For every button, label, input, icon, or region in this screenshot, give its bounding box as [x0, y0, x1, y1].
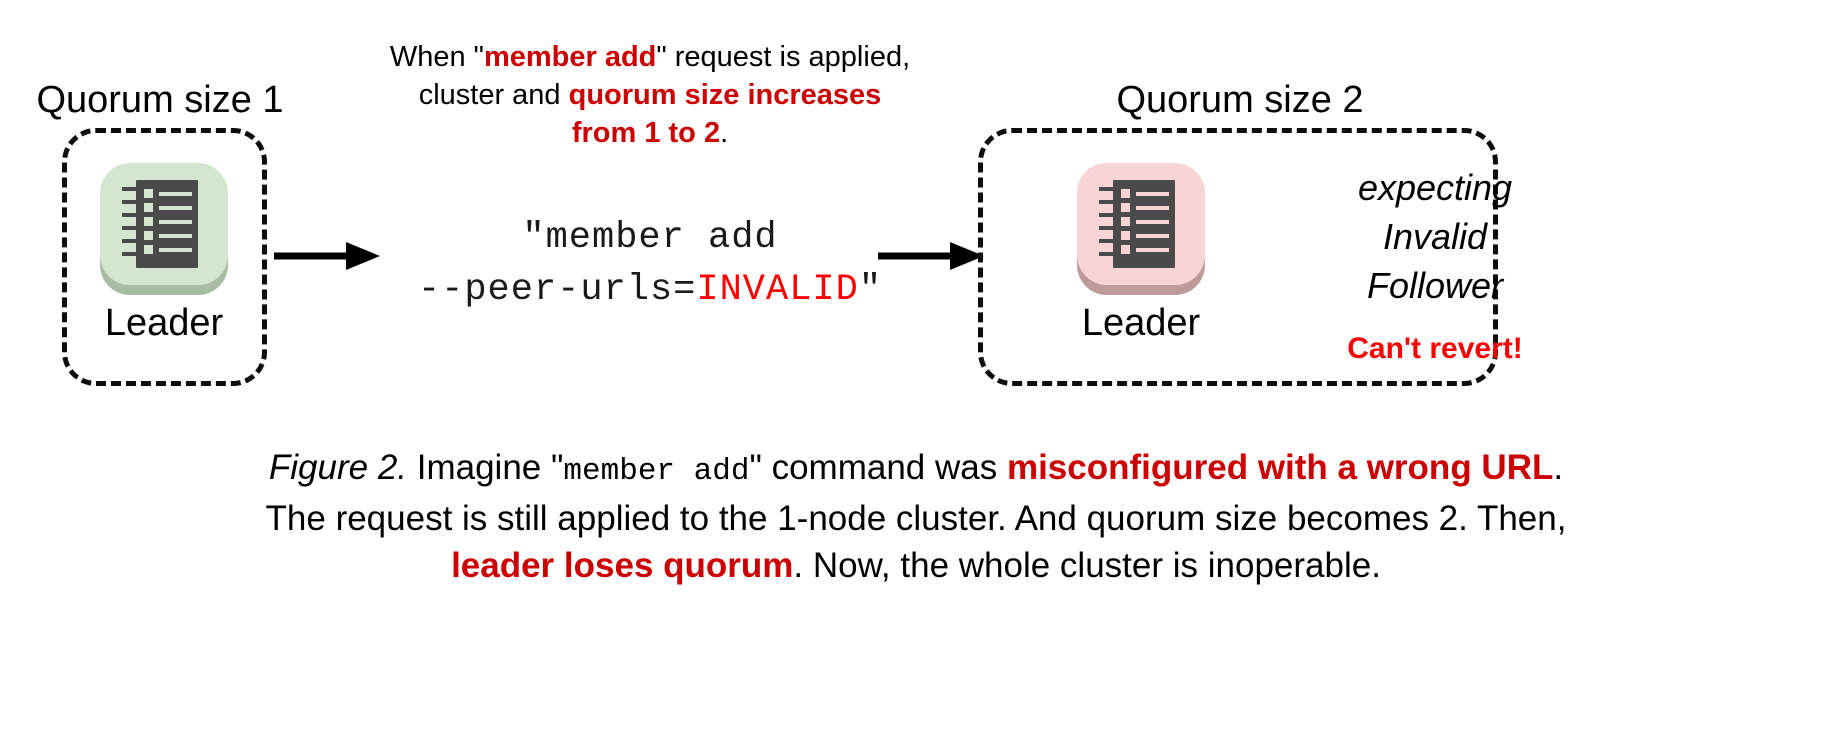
- command-line-2: --peer-urls=INVALID": [400, 264, 900, 316]
- left-node-label: Leader: [104, 302, 224, 344]
- right-node-label: Leader: [1081, 302, 1201, 344]
- server-rack-glyph: [122, 180, 198, 268]
- caption-figure-number: Figure 2.: [268, 448, 408, 487]
- status-line-3: Follower: [1366, 265, 1504, 306]
- caption-l1-f: .: [1553, 448, 1564, 487]
- caption-line-3: leader loses quorum. Now, the whole clus…: [0, 542, 1832, 589]
- status-line-2: Invalid: [1382, 216, 1488, 257]
- caption-line-2: The request is still applied to the 1-no…: [265, 499, 1567, 538]
- icon-face: [100, 163, 228, 285]
- top-note-l3-a: from 1 to 2: [571, 117, 721, 149]
- top-annotation: When "member add" request is applied, cl…: [350, 38, 950, 152]
- command-line-1: "member add: [522, 217, 778, 259]
- arrow-right-1: [274, 242, 380, 270]
- icon-face: [1077, 163, 1205, 285]
- caption-line-1: Figure 2. Imagine "member add" command w…: [0, 444, 1832, 495]
- command-l2-a: --peer-urls=: [417, 269, 697, 311]
- top-note-l2-b: quorum size increases: [568, 79, 882, 111]
- top-note-l1-c: " request is applied,: [656, 41, 911, 73]
- right-panel-title: Quorum size 2: [1116, 79, 1364, 121]
- left-cluster-box: [62, 128, 267, 386]
- caption-l3-b: . Now, the whole cluster is inoperable.: [793, 546, 1381, 585]
- top-note-l3-b: .: [720, 117, 729, 149]
- arrow-right-2: [878, 242, 984, 270]
- left-panel-title: Quorum size 1: [36, 79, 284, 121]
- command-l2-c: ": [858, 269, 883, 311]
- top-note-l1-a: When ": [389, 41, 484, 73]
- top-note-line-2: cluster and quorum size increases: [350, 76, 950, 114]
- caption-l1-red: misconfigured with a wrong URL: [1006, 448, 1554, 487]
- server-icon-pink: [1077, 163, 1205, 295]
- server-icon-green: [100, 163, 228, 295]
- caption-l3-red: leader loses quorum: [451, 546, 794, 585]
- expecting-status: expecting Invalid Follower: [1270, 163, 1600, 310]
- caption-l1-b: Imagine ": [407, 448, 564, 487]
- status-line-1: expecting: [1357, 167, 1513, 208]
- command-text: "member add --peer-urls=INVALID": [400, 212, 900, 316]
- figure-caption: Figure 2. Imagine "member add" command w…: [0, 444, 1832, 589]
- left-node: Leader: [100, 163, 228, 345]
- right-cluster-box: [978, 128, 1498, 386]
- right-node: Leader: [1077, 163, 1205, 345]
- server-rack-glyph: [1099, 180, 1175, 268]
- top-note-l2-a: cluster and: [418, 79, 569, 111]
- caption-l1-d: " command was: [749, 448, 1007, 487]
- top-note-l1-b: member add: [483, 41, 657, 73]
- top-note-line-3: from 1 to 2.: [350, 114, 950, 152]
- cant-revert-warning: Can't revert!: [1347, 332, 1523, 365]
- top-note-line-1: When "member add" request is applied,: [350, 38, 950, 76]
- caption-l1-mono: member add: [563, 454, 750, 489]
- command-l2-invalid: INVALID: [696, 269, 859, 311]
